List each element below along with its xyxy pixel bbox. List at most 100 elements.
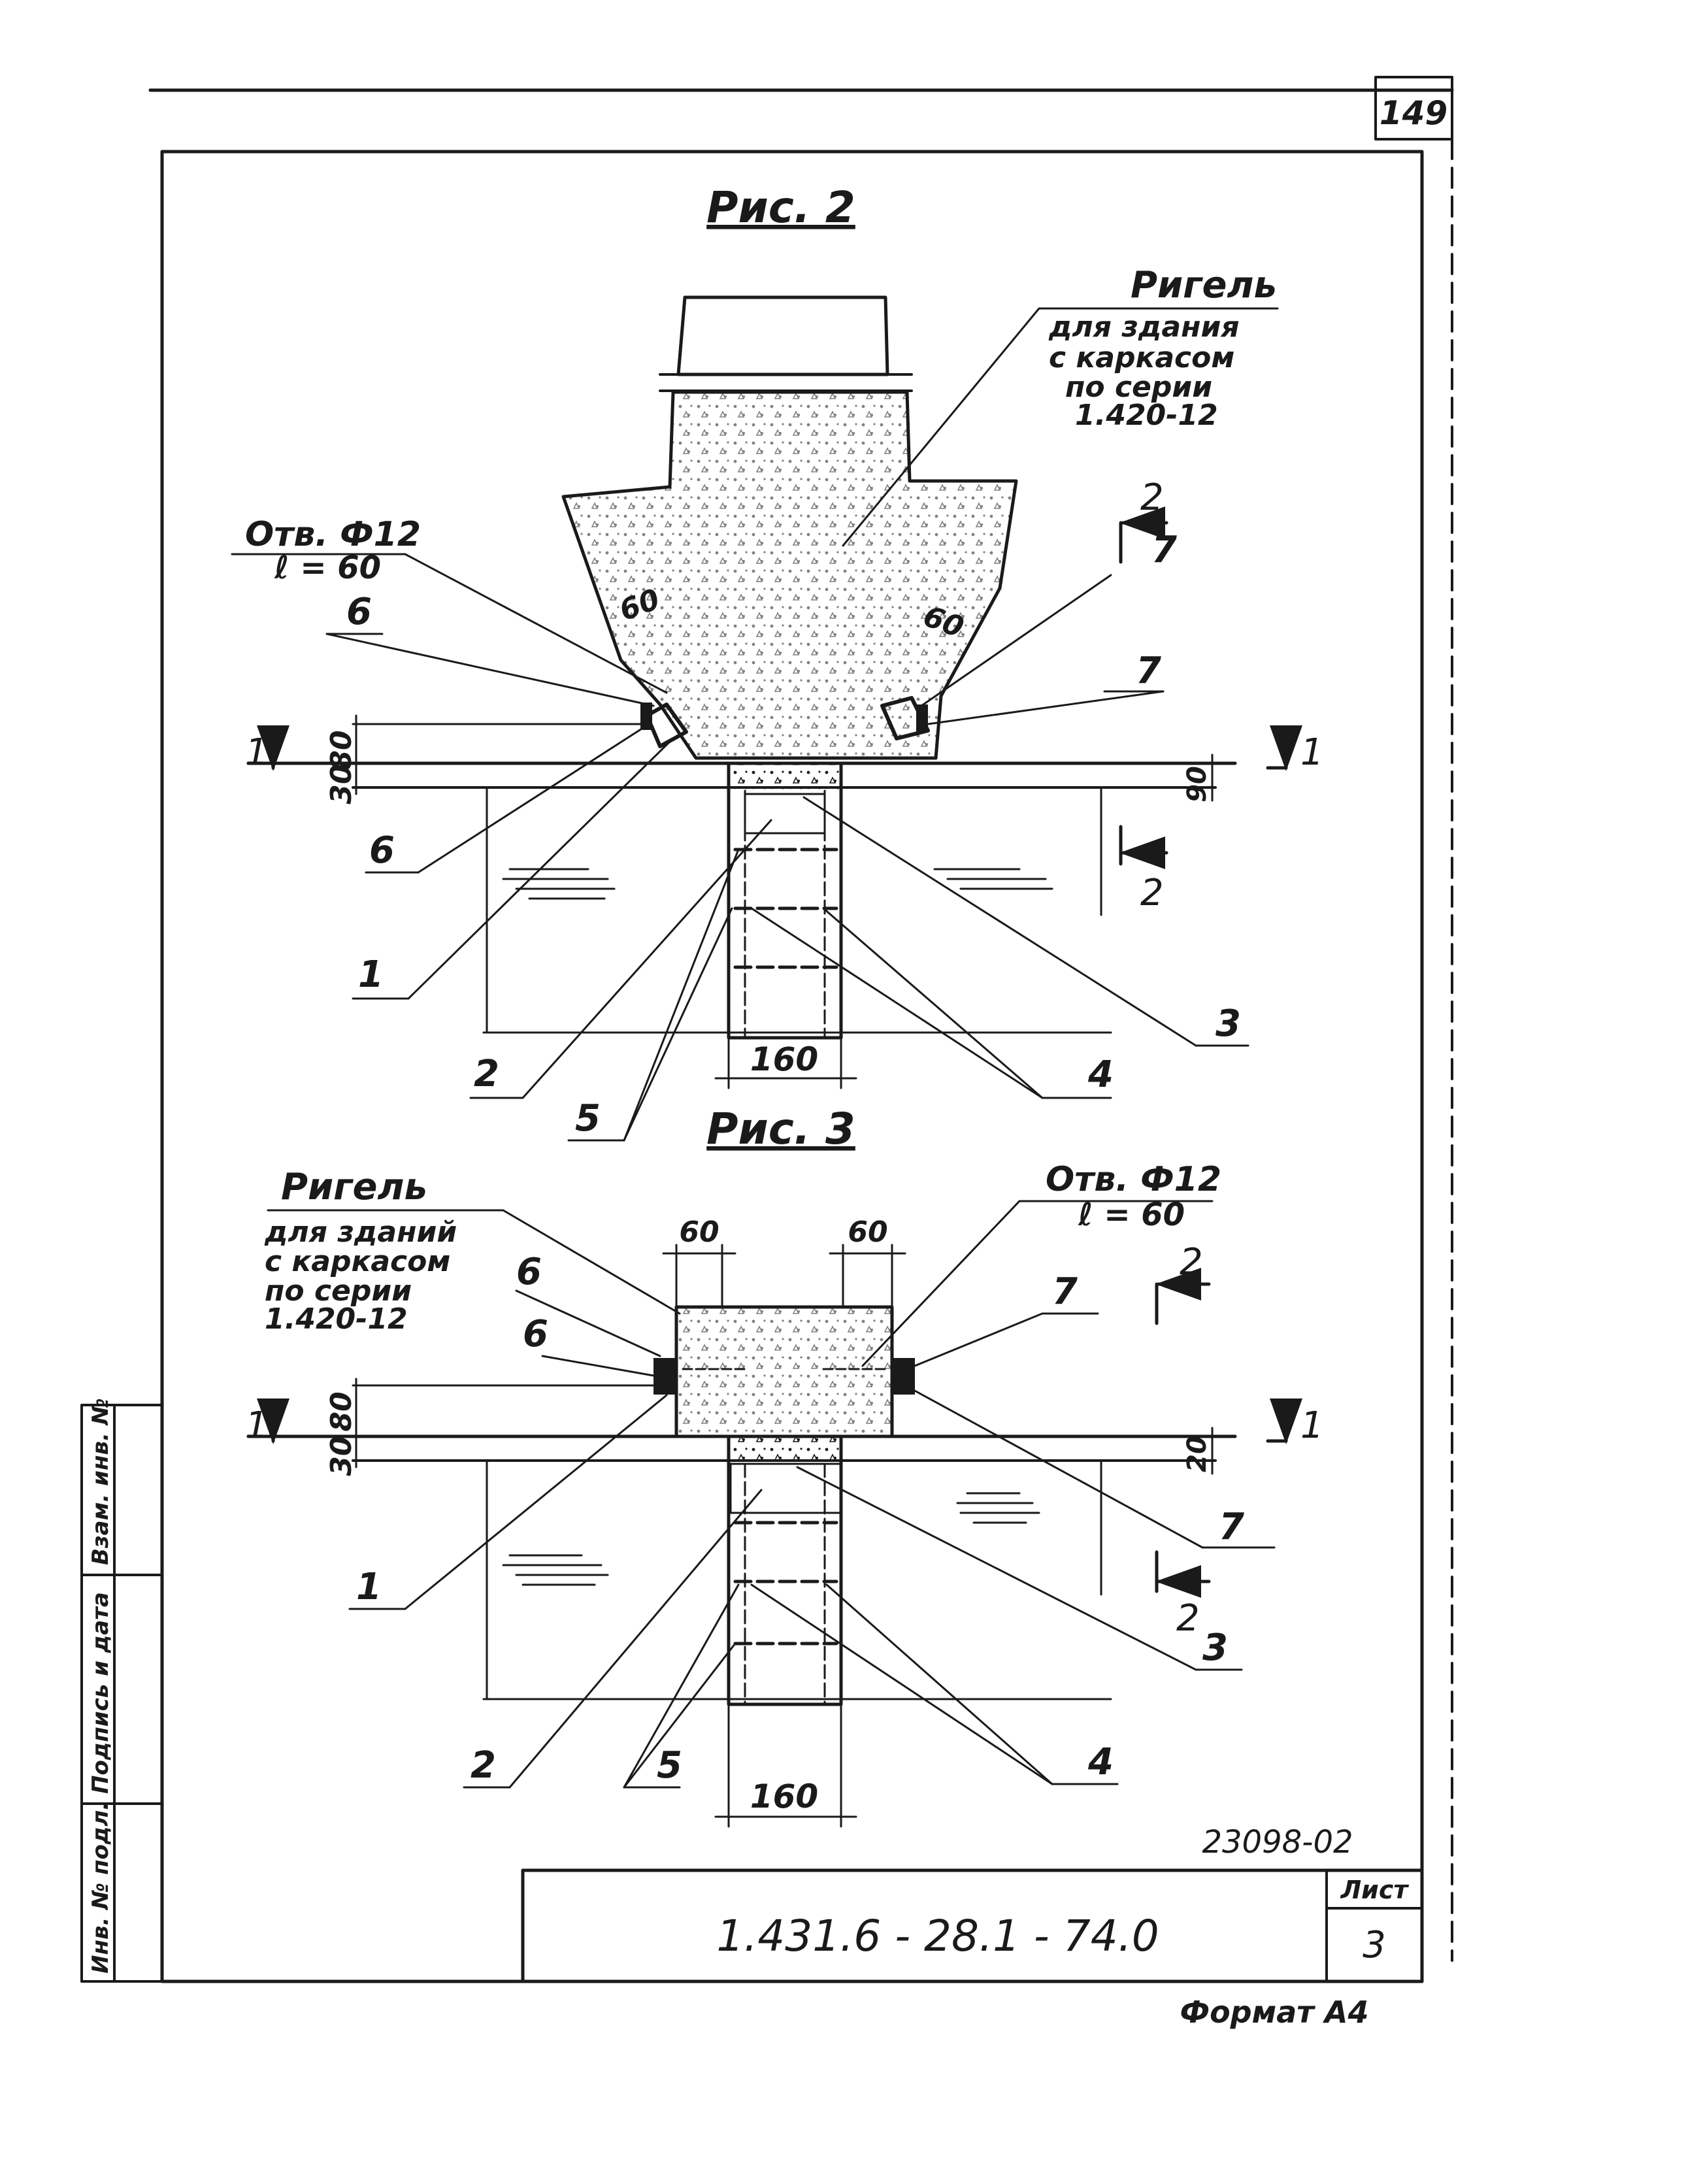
inventory-number: 23098-02 bbox=[1202, 1824, 1353, 1861]
section-mark-2-top-fig2: 2 bbox=[1119, 476, 1168, 564]
dim-160-fig3: 160 bbox=[750, 1778, 818, 1815]
section-2-label-top-fig3: 2 bbox=[1180, 1241, 1203, 1283]
callout-1-fig2: 1 bbox=[352, 737, 674, 1000]
callout-6-left-fig2-label: 6 bbox=[346, 591, 372, 633]
page-number: 149 bbox=[1380, 94, 1447, 132]
beam-note-fig2: Ригель для здания с каркасом по серии 1.… bbox=[842, 264, 1279, 547]
section-2-label-bottom-fig3: 2 bbox=[1176, 1597, 1200, 1640]
stamp-signature-date: Подпись и дата bbox=[88, 1592, 114, 1794]
slab-block bbox=[676, 295, 889, 376]
section-mark-1-left-fig2: 1 bbox=[245, 725, 289, 774]
section-mark-2-bottom-fig3: 2 bbox=[1155, 1550, 1211, 1640]
callout-5-fig2: 5 bbox=[567, 848, 740, 1142]
dimension-160-fig2: 160 bbox=[714, 1038, 857, 1089]
figure-2: Рис. 2 bbox=[231, 182, 1324, 1142]
dim-30-fig3: 30 bbox=[325, 1436, 358, 1476]
beam-note-fig3-line2: для зданий bbox=[264, 1216, 457, 1249]
sheet-label: Лист bbox=[1340, 1876, 1410, 1904]
section-mark-2-bottom-fig2: 2 bbox=[1119, 825, 1168, 914]
callout-2-fig3: 2 bbox=[463, 1489, 763, 1789]
beam-note-fig3-line5: 1.420-12 bbox=[265, 1302, 408, 1336]
column-fig3 bbox=[727, 1434, 843, 1706]
callout-7-left-fig2: 6 bbox=[365, 724, 648, 874]
callout-5-fig3-label: 5 bbox=[657, 1744, 682, 1787]
dim-20-fig3: 20 bbox=[1182, 1436, 1212, 1472]
hole-note-fig3-line1: Отв. Ф12 bbox=[1046, 1160, 1221, 1199]
section-2-label-bottom-fig2: 2 bbox=[1140, 872, 1164, 914]
dimension-80-30-fig3: 80 30 20 bbox=[325, 1378, 1214, 1476]
callout-6-left-fig3: 6 bbox=[515, 1251, 661, 1357]
bracket-left-fig3 bbox=[653, 1358, 676, 1395]
masonry-hatch-left bbox=[502, 868, 616, 900]
callout-3-fig3: 3 bbox=[796, 1466, 1243, 1671]
dim-80-fig3: 80 bbox=[325, 1391, 358, 1431]
callout-1-fig3: 1 bbox=[348, 1394, 668, 1610]
dim-80-fig2: 80 bbox=[325, 730, 358, 770]
callout-3-fig2: 3 bbox=[802, 796, 1249, 1047]
hole-note-fig3-line2: ℓ = 60 bbox=[1078, 1197, 1185, 1233]
callout-2-fig2: 2 bbox=[469, 819, 772, 1099]
sheet-frame bbox=[148, 76, 1454, 1983]
callout-2-fig3-label: 2 bbox=[471, 1744, 496, 1787]
column-fig2 bbox=[727, 761, 843, 1040]
callout-6-left-fig2: 6 bbox=[325, 591, 655, 707]
callout-5-fig3: 5 bbox=[623, 1583, 740, 1789]
hole-note-fig2-line1: Отв. Ф12 bbox=[245, 515, 421, 554]
section-1-label-right-fig3: 1 bbox=[1300, 1404, 1324, 1447]
callout-6-right-fig2: 7 bbox=[920, 529, 1177, 707]
beam-note-fig3-line1: Ригель bbox=[281, 1166, 427, 1208]
callout-6-left-fig3-label: 6 bbox=[516, 1251, 542, 1293]
callout-4-fig2-label: 4 bbox=[1087, 1053, 1114, 1096]
figure-3-title: Рис. 3 bbox=[706, 1104, 855, 1154]
section-mark-1-right-fig2: 1 bbox=[1266, 725, 1324, 774]
format-note: Формат А4 bbox=[1180, 1994, 1368, 2030]
masonry-hatch-left-fig3 bbox=[502, 1554, 609, 1586]
section-mark-1-left-fig3: 1 bbox=[245, 1398, 289, 1447]
section-1-label-right-fig2: 1 bbox=[1300, 731, 1324, 774]
section-1-label-left-fig3: 1 bbox=[245, 1404, 269, 1447]
callout-6-right-fig3-label: 7 bbox=[1219, 1506, 1244, 1548]
sheet-number: 3 bbox=[1363, 1924, 1386, 1966]
hole-note-fig3: Отв. Ф12 ℓ = 60 bbox=[861, 1160, 1221, 1367]
callout-7-left-fig2-label: 6 bbox=[369, 829, 395, 872]
callout-4-fig3-label: 4 bbox=[1087, 1741, 1114, 1783]
callout-3-fig2-label: 3 bbox=[1215, 1002, 1241, 1045]
beam-note-fig3-line3: с каркасом bbox=[265, 1245, 450, 1278]
beam-note-fig2-line3: с каркасом bbox=[1049, 341, 1234, 374]
callout-1-fig3-label: 1 bbox=[356, 1566, 382, 1608]
beam-note-fig3: Ригель для зданий с каркасом по серии 1.… bbox=[264, 1166, 681, 1336]
beam-note-fig2-line2: для здания bbox=[1048, 310, 1240, 344]
hole-note-fig2: Отв. Ф12 ℓ = 60 bbox=[231, 515, 668, 694]
dim-30-fig2: 30 bbox=[325, 764, 358, 804]
beam-note-fig2-line1: Ригель bbox=[1131, 264, 1277, 306]
callout-6-right-fig3: 7 bbox=[904, 1384, 1276, 1549]
callout-7-left-fig3-label: 6 bbox=[523, 1313, 548, 1355]
beam-note-fig3-line4: по серии bbox=[265, 1274, 412, 1308]
dim-60-right-fig3: 60 bbox=[848, 1216, 887, 1249]
figure-2-title: Рис. 2 bbox=[706, 182, 855, 233]
stamp-replacement-inventory: Взам. инв. № bbox=[88, 1398, 114, 1565]
callout-7-right-fig3: 7 bbox=[914, 1270, 1099, 1367]
title-block bbox=[521, 1868, 1424, 1983]
dim-160-fig2: 160 bbox=[750, 1040, 818, 1078]
masonry-hatch-right bbox=[933, 868, 1053, 890]
beam-note-fig2-line4: по серии bbox=[1065, 371, 1212, 404]
callout-5-fig2-label: 5 bbox=[575, 1097, 601, 1140]
figure-3: Рис. 3 60 60 bbox=[245, 1104, 1324, 1828]
beam-note-fig2-line5: 1.420-12 bbox=[1075, 399, 1218, 432]
hole-note-fig2-line2: ℓ = 60 bbox=[274, 550, 381, 586]
callout-4-fig3: 4 bbox=[750, 1583, 1119, 1785]
callout-7-right-fig2-label: 7 bbox=[1136, 650, 1161, 692]
callout-1-fig2-label: 1 bbox=[358, 953, 384, 996]
bracket-left bbox=[645, 703, 688, 748]
dimension-160-fig3: 160 bbox=[714, 1704, 857, 1828]
callout-3-fig3-label: 3 bbox=[1202, 1627, 1228, 1669]
dim-60-left-fig3: 60 bbox=[679, 1216, 719, 1249]
callout-7-left-fig3: 6 bbox=[523, 1313, 655, 1377]
callout-7-right-fig3-label: 7 bbox=[1052, 1270, 1078, 1313]
dimension-80-30-fig2: 80 30 90 bbox=[325, 714, 1214, 804]
document-code: 1.431.6 - 28.1 - 74.0 bbox=[716, 1911, 1159, 1961]
callout-2-fig2-label: 2 bbox=[474, 1053, 499, 1095]
callout-6-right-fig2-label: 7 bbox=[1151, 529, 1177, 571]
